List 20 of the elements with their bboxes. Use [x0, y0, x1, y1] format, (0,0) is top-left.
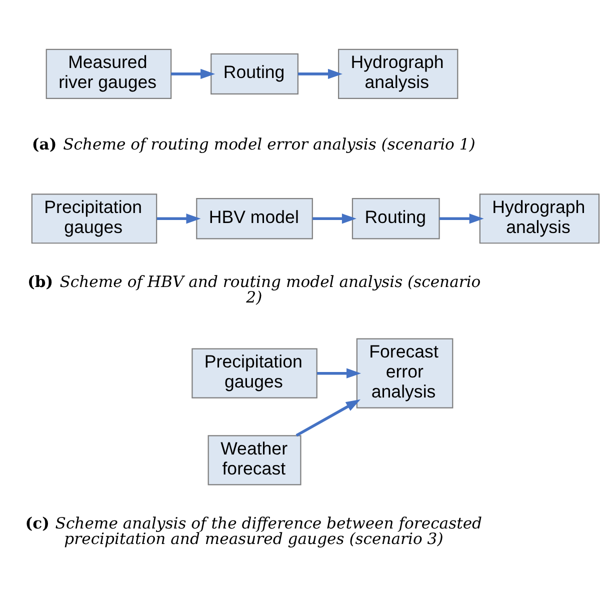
- arrow: [156, 214, 201, 224]
- node-box: Precipitation gauges: [31, 194, 158, 244]
- node-box: Forecast error analysis: [356, 338, 454, 408]
- node-box: Hydrograph analysis: [479, 194, 600, 244]
- node-box: Precipitation gauges: [192, 348, 318, 398]
- label: (c) Scheme analysis of the difference between forecasted precipitation and measured gauges (scenario 3): [25, 513, 482, 548]
- arrow: [171, 68, 216, 80]
- node-box: Weather forecast: [208, 435, 302, 486]
- node-box: Hydrograph analysis: [338, 48, 458, 99]
- arrow: [317, 368, 362, 378]
- arrow: [312, 214, 356, 224]
- node-box: Routing: [210, 53, 298, 95]
- label: (b) Scheme of HBV and routing model analysis (scenario 2): [27, 272, 481, 306]
- arrow: [296, 399, 360, 437]
- node-box: HBV model: [196, 198, 313, 240]
- arrow: [298, 68, 342, 80]
- label: (a) Scheme of routing model error analysis (scenario 1): [32, 134, 476, 154]
- arrow: [439, 214, 484, 224]
- node-box: Measured river gauges: [46, 48, 172, 99]
- node-box: Routing: [352, 198, 440, 240]
